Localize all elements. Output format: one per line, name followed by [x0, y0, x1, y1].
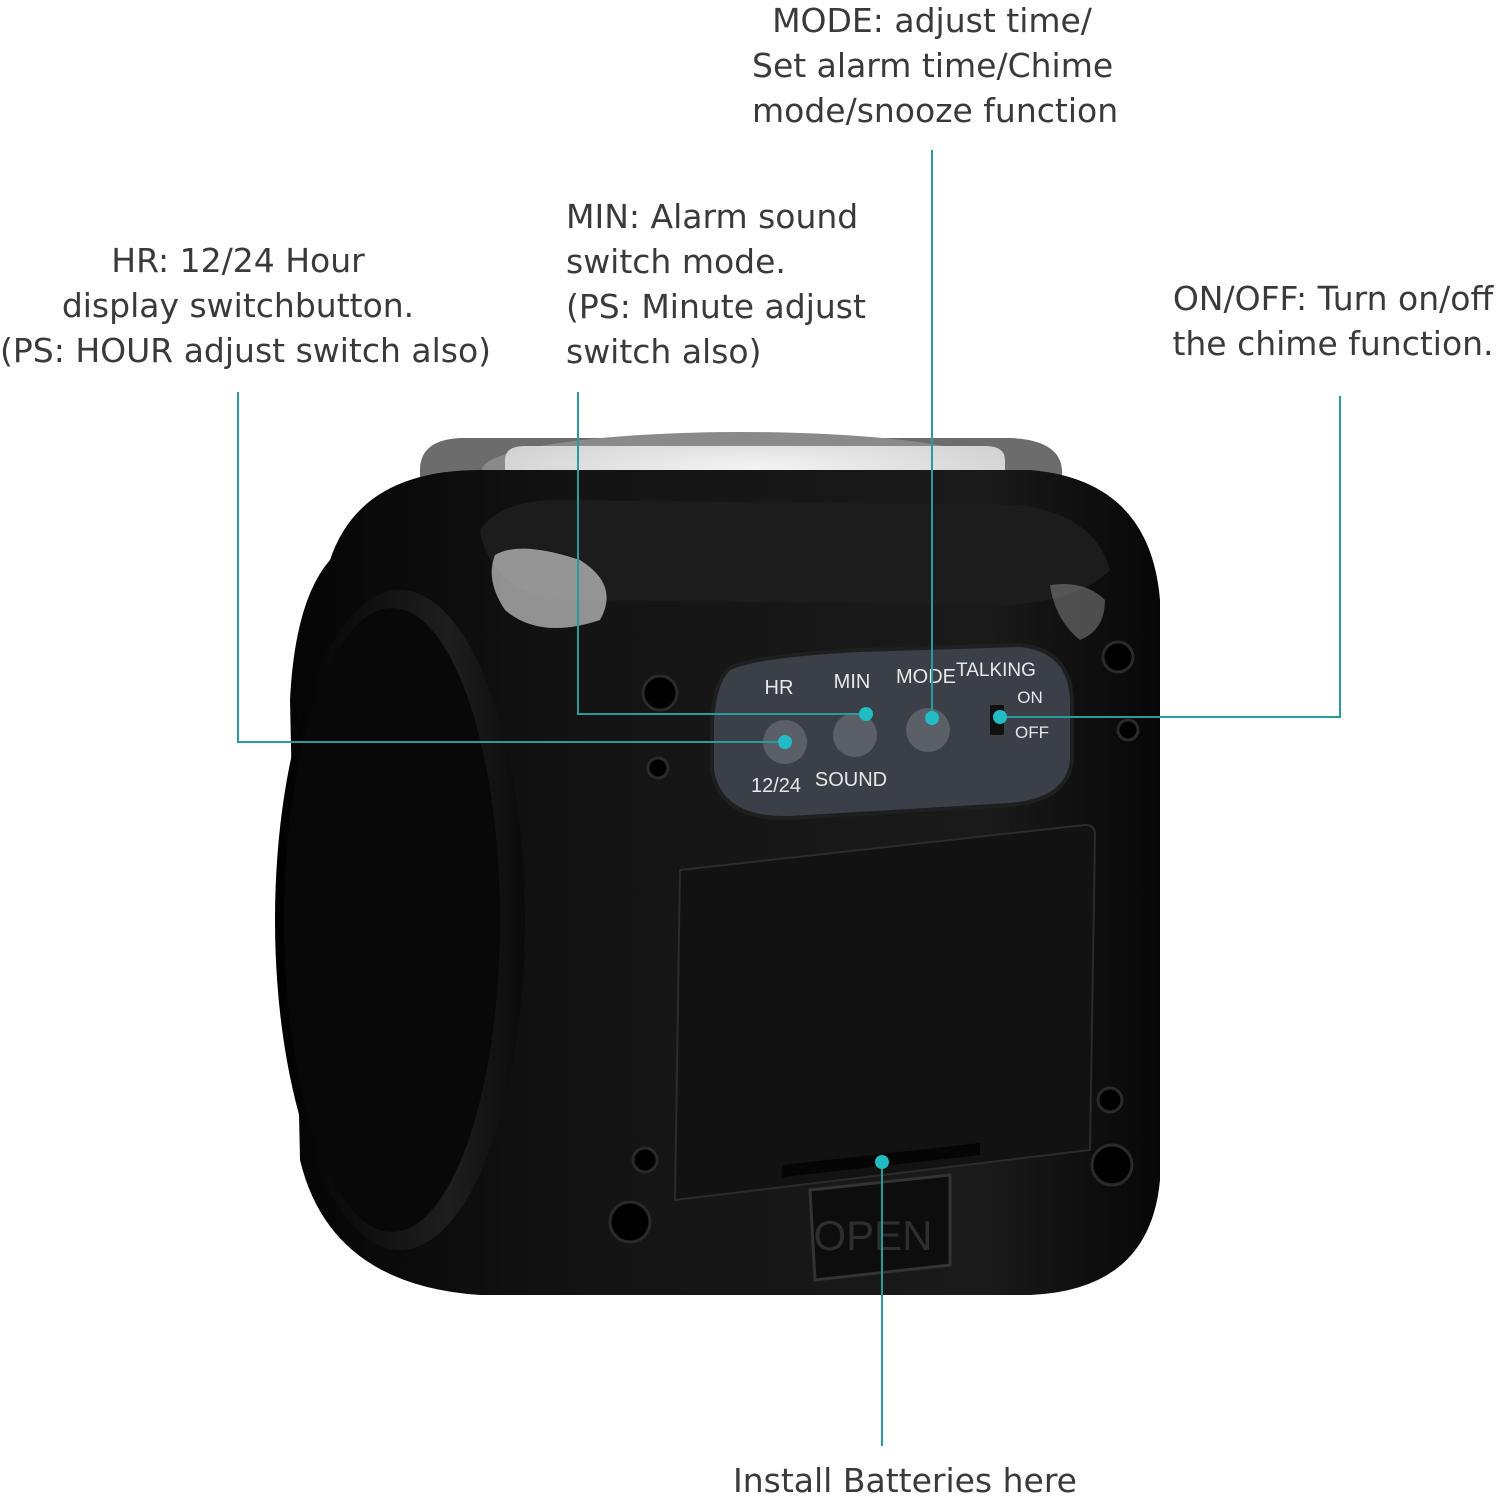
label-sound: SOUND [815, 769, 887, 791]
dot-min [859, 707, 873, 721]
leader-lines [237, 150, 1341, 1446]
screw-holes [608, 640, 1140, 1244]
callout-min-line: switch mode. [566, 242, 786, 281]
callout-mode-line: MODE: adjust time/ [772, 1, 1092, 40]
leader-hr [237, 392, 785, 743]
label-hr: HR [765, 677, 794, 699]
callout-min-line: MIN: Alarm sound [566, 197, 859, 236]
leader-min [577, 392, 866, 715]
control-panel: HR MIN MODE TALKING ON OFF 12/24 SOUND [710, 642, 1074, 821]
callout-min: MIN: Alarm sound switch mode. (PS: Minut… [566, 194, 866, 374]
label-min: MIN [834, 671, 871, 693]
callout-battery: Install Batteries here [690, 1458, 1120, 1503]
label-mode: MODE [896, 666, 956, 688]
dot-mode [925, 711, 939, 725]
dot-battery [875, 1155, 889, 1169]
callout-mode: MODE: adjust time/ Set alarm time/Chime … [752, 0, 1119, 133]
dot-hr [778, 735, 792, 749]
leader-onoff [1000, 396, 1341, 718]
callout-onoff: ON/OFF: Turn on/off the chime function. [1168, 276, 1498, 366]
callout-hr: HR: 12/24 Hour display switchbutton. (PS… [0, 238, 492, 373]
label-talking: TALKING [956, 660, 1036, 681]
side-face [275, 590, 525, 1250]
label-on: ON [1017, 688, 1043, 707]
callout-onoff-line: ON/OFF: Turn on/off [1172, 279, 1494, 318]
callout-onoff-line: the chime function. [1172, 324, 1494, 363]
target-dots [778, 707, 1007, 1169]
callout-hr-line: HR: 12/24 Hour [111, 241, 365, 280]
dot-onoff [993, 710, 1007, 724]
callout-mode-line: mode/snooze function [752, 91, 1119, 130]
label-off: OFF [1015, 723, 1049, 742]
label-12-24: 12/24 [751, 775, 801, 797]
battery-cover: OPEN [673, 823, 1097, 1282]
label-open: OPEN [813, 1212, 932, 1259]
callout-hr-line: (PS: HOUR adjust switch also) [0, 331, 492, 370]
callout-min-line: (PS: Minute adjust [566, 287, 866, 326]
callout-hr-line: display switchbutton. [61, 286, 415, 325]
callout-battery-line: Install Batteries here [733, 1461, 1077, 1500]
callout-mode-line: Set alarm time/Chime [752, 46, 1114, 85]
callout-min-line: switch also) [566, 332, 762, 371]
